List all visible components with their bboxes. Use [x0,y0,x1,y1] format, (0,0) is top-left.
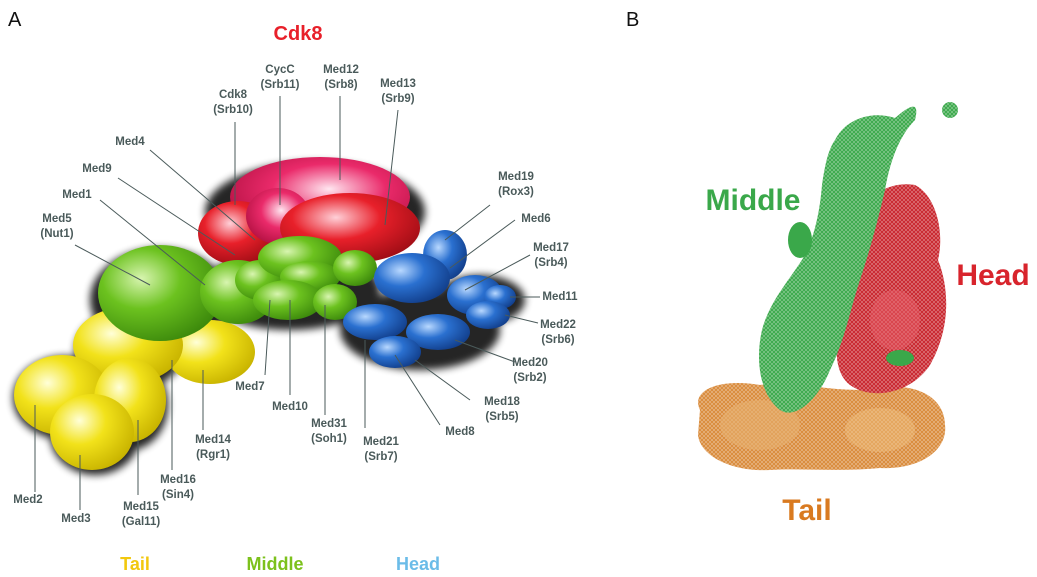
panel-b: Middle Head Tail [698,102,1030,527]
med22-ellipse [466,301,510,329]
label-med11: Med11 [542,291,578,303]
legend-tail: Tail [120,554,150,574]
label-med3: Med3 [61,513,90,525]
label-med21: Med21(Srb7) [363,436,399,463]
label-cdk8: Cdk8(Srb10) [213,89,253,116]
panel-label-a: A [8,9,22,31]
label-med9: Med9 [82,163,111,175]
label-med7: Med7 [235,381,264,393]
label-med14: Med14(Rgr1) [195,434,231,461]
label-med31: Med31(Soh1) [311,418,347,445]
label-med18: Med18(Srb5) [484,396,520,423]
label-med2: Med2 [13,494,42,506]
label-med5: Med5(Nut1) [40,213,73,240]
label-med15: Med15(Gal11) [122,501,161,528]
med21-ellipse [343,304,407,340]
label-med10: Med10 [272,401,308,413]
panel-label-b: B [626,9,639,31]
b-tail-density [698,383,945,470]
label-med4: Med4 [115,136,145,148]
label-cycc: CycC(Srb11) [261,64,300,91]
cdk8-title: Cdk8 [274,23,323,45]
b-label-middle: Middle [706,184,801,217]
label-med1: Med1 [62,189,92,201]
legend-middle: Middle [247,554,304,574]
med3-ellipse [50,394,134,470]
label-med12: Med12(Srb8) [323,64,359,91]
label-med17: Med17(Srb4) [533,242,569,269]
med18-ellipse [369,336,421,368]
panel-a: Cdk8 Cdk8(Srb10) CycC(Srb11) Med12(Srb8)… [13,23,578,574]
label-med22: Med22(Srb6) [540,319,576,346]
label-med16: Med16(Sin4) [160,474,196,501]
b-label-head: Head [956,259,1029,292]
label-med8: Med8 [445,426,475,438]
b-label-tail: Tail [782,494,831,527]
med31-top-ellipse [333,250,377,286]
label-med6: Med6 [521,213,550,225]
label-med13: Med13(Srb9) [380,78,416,105]
med6-ellipse [374,253,450,303]
legend: Tail Middle Head [120,554,440,574]
label-med19: Med19(Rox3) [498,171,534,198]
legend-head: Head [396,554,440,574]
label-med20: Med20(Srb2) [512,357,548,384]
med7-ellipse [253,280,323,320]
